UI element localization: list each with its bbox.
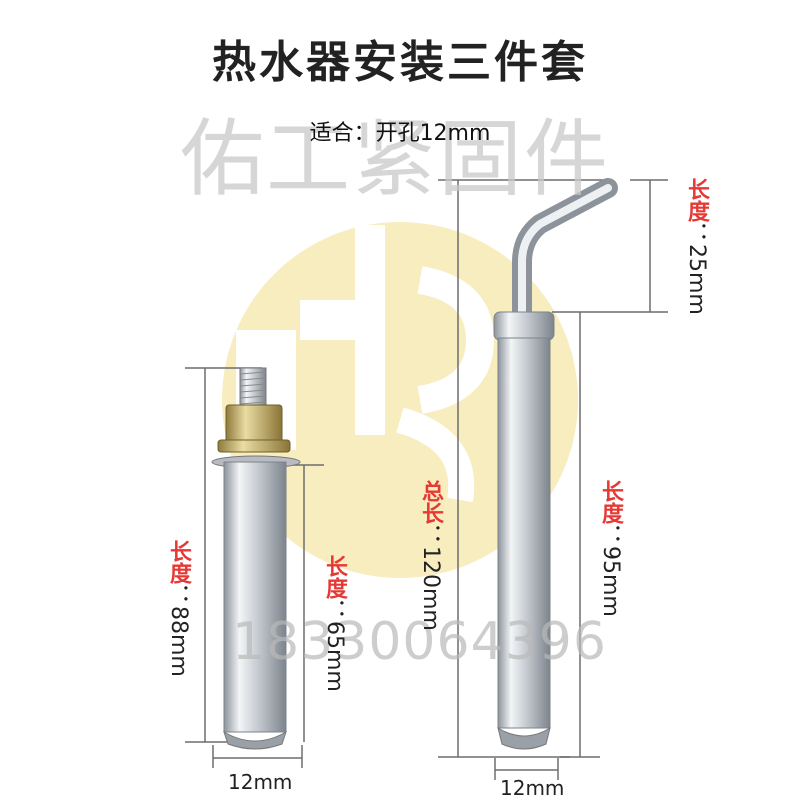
left-sleeve-length-label: 长度：65mm xyxy=(318,555,350,692)
right-hook-bolt xyxy=(493,178,618,750)
right-hook-length-value: ：25mm xyxy=(684,222,709,315)
dimension-lines xyxy=(185,179,668,780)
hole-size-subtitle: 适合：开孔12mm xyxy=(309,121,491,146)
phone-watermark: 18330064396 xyxy=(232,612,607,672)
right-hook-length-key: 长度 xyxy=(684,178,709,222)
left-total-length-value: ：88mm xyxy=(166,584,191,677)
brand-watermark: 佑工紧固件 xyxy=(180,110,611,208)
right-total-length-label: 总长：120mm xyxy=(414,480,446,631)
left-sleeve-length-value: ：65mm xyxy=(322,599,347,692)
logo-watermark xyxy=(222,222,578,578)
left-total-length-label: 长度：88mm xyxy=(162,540,194,677)
right-total-length-key: 总长 xyxy=(418,480,443,524)
left-total-length-key: 长度 xyxy=(166,540,191,584)
right-sleeve-length-label: 长度：95mm xyxy=(594,480,626,617)
left-diameter-label: 12mm xyxy=(228,770,293,794)
right-hook-length-label: 长度：25mm xyxy=(680,178,712,315)
left-sleeve-length-key: 长度 xyxy=(322,555,347,599)
right-sleeve-length-value: ：95mm xyxy=(598,524,623,617)
right-sleeve-length-key: 长度 xyxy=(598,480,623,524)
right-diameter-label: 12mm xyxy=(500,776,565,800)
left-expansion-bolt xyxy=(211,367,301,750)
page-title: 热水器安装三件套 xyxy=(212,37,588,88)
right-total-length-value: ：120mm xyxy=(418,524,443,631)
